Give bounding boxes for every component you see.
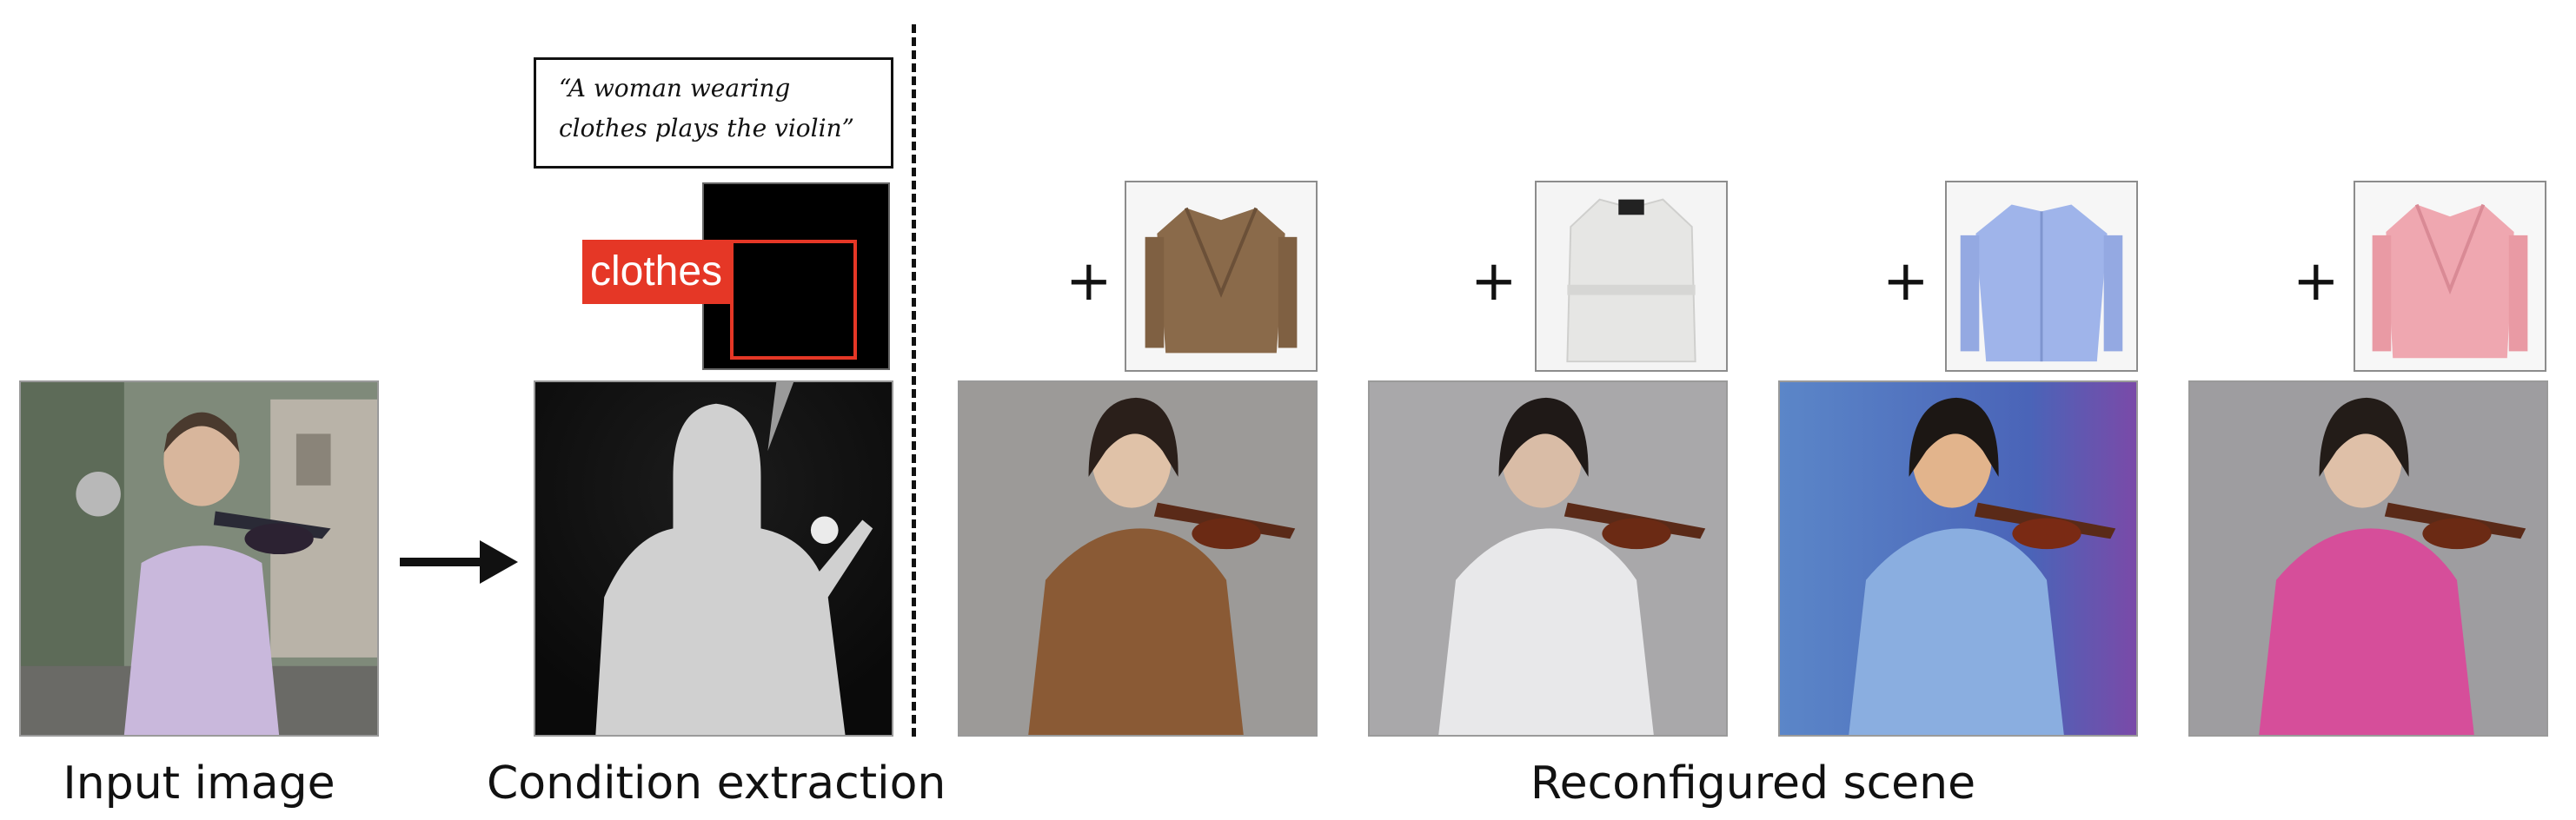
garment-pink-blazer <box>2354 181 2546 372</box>
prompt-line-2: clothes plays the violin” <box>559 114 854 142</box>
output-figure-white <box>1370 382 1726 735</box>
garment-light-blue-shirt <box>1945 181 2138 372</box>
mask-image <box>702 182 890 370</box>
section-divider <box>912 24 916 737</box>
caption-reconfigured-scene: Reconfigured scene <box>1530 757 1976 810</box>
light-blue-shirt-icon <box>1947 182 2136 370</box>
brown-blazer-icon <box>1145 207 1298 354</box>
prompt-line-1: “A woman wearing <box>559 74 791 102</box>
garment-brown-blazer <box>1125 181 1318 372</box>
input-photo-figure <box>21 382 377 735</box>
output-image-brown <box>958 380 1318 737</box>
plus-sign-1: + <box>1066 249 1112 314</box>
output-figure-brown <box>959 382 1316 735</box>
garment-white-trench-coat <box>1535 181 1728 372</box>
arrow-shaft <box>400 558 487 566</box>
caption-condition-extraction: Condition extraction <box>487 757 946 810</box>
white-trench-coat-icon <box>1537 182 1726 370</box>
mask-region-outline <box>730 240 857 360</box>
plus-sign-3: + <box>1882 249 1929 314</box>
plus-sign-4: + <box>2293 249 2340 314</box>
depth-map-silhouette <box>535 382 892 735</box>
depth-map-image <box>534 380 893 737</box>
output-image-pink <box>2188 380 2548 737</box>
output-figure-blue <box>1780 382 2136 735</box>
text-prompt-box: “A woman wearing clothes plays the violi… <box>534 57 893 169</box>
mask-label: clothes <box>582 240 730 304</box>
output-image-white <box>1368 380 1728 737</box>
arrow-head-icon <box>480 540 518 584</box>
input-image <box>19 380 379 737</box>
caption-input-image: Input image <box>63 757 335 810</box>
output-figure-pink <box>2190 382 2546 735</box>
pink-blazer-icon <box>2355 182 2545 370</box>
plus-sign-2: + <box>1471 249 1517 314</box>
output-image-blue <box>1778 380 2138 737</box>
